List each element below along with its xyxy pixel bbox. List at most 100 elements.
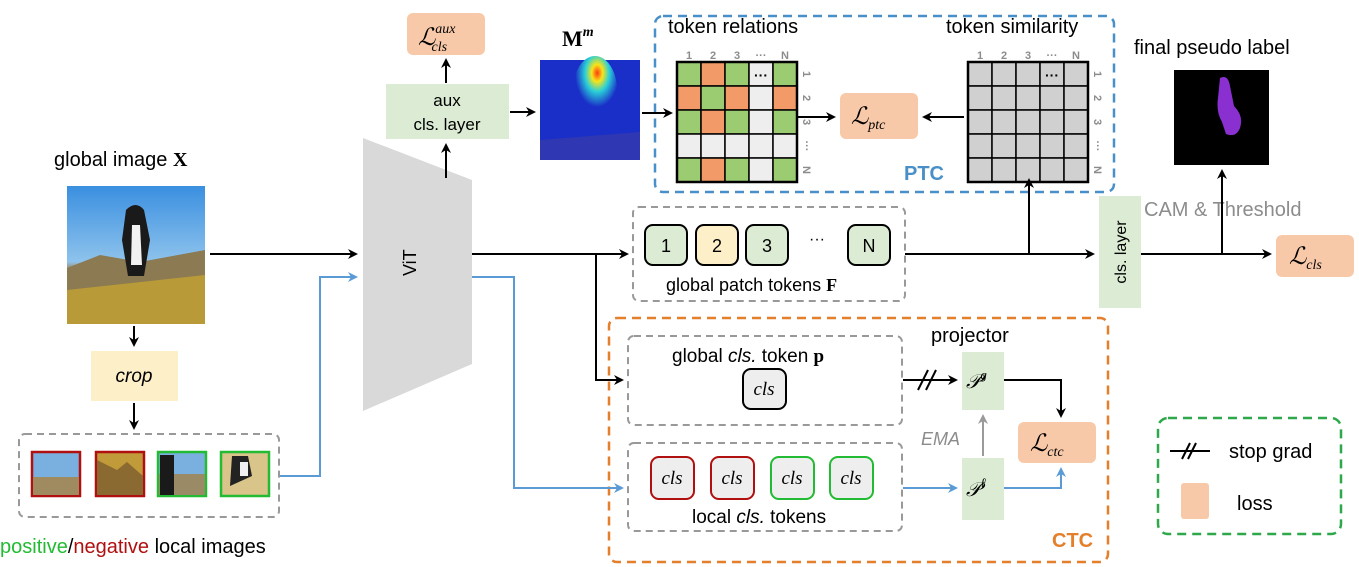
legend-loss-label: loss: [1237, 493, 1273, 515]
similarity-cell: [991, 157, 1017, 183]
relation-cell: [748, 133, 774, 159]
relation-border: [675, 60, 799, 184]
aux-cls-layer-line1: aux: [433, 91, 461, 110]
relation-cell: [772, 61, 798, 87]
ptc-module-label: PTC: [904, 163, 944, 185]
relation-cell: [772, 85, 798, 111]
local-images-caption: positive/negative local images: [0, 536, 266, 558]
cls-loss-label: ℒcls: [1289, 244, 1322, 273]
relation-col-label: 1: [686, 50, 692, 62]
local-cls-token-negative: [710, 456, 755, 500]
relation-row-label: 2: [800, 95, 812, 101]
local-cls-tokens-frame: [627, 442, 903, 532]
relation-cell: [676, 133, 702, 159]
similarity-row-label: 3: [1091, 119, 1103, 125]
global-image: [67, 186, 205, 324]
local-images-frame: [18, 433, 280, 518]
global-cls-token: [742, 368, 787, 410]
local-cls-token-positive: [829, 456, 874, 500]
global-cls-token-text: cls: [753, 379, 774, 400]
similarity-row-label: 1: [1091, 71, 1103, 77]
cls-layer-label: cls. layer: [1113, 220, 1130, 284]
similarity-cell: [967, 85, 993, 111]
similarity-cell: [967, 157, 993, 183]
similarity-col-label: 3: [1025, 50, 1031, 62]
similarity-cell: [1063, 157, 1089, 183]
token-similarity-title: token similarity: [946, 16, 1078, 38]
similarity-row-label: 2: [1091, 95, 1103, 101]
patch-token-label: 2: [712, 236, 722, 256]
crop-box: [91, 351, 178, 401]
patch-token: [847, 224, 891, 266]
token-relations-row-labels: 123···N: [800, 71, 812, 174]
local-cls-token-text: cls: [781, 468, 802, 489]
similarity-cell: [991, 109, 1017, 135]
global-patch-tokens-label: global patch tokens F: [666, 275, 837, 295]
similarity-col-label: 1: [977, 50, 983, 62]
patch-token-ellipsis: ···: [809, 231, 825, 248]
relation-cell: [724, 61, 750, 87]
relation-cell: [724, 133, 750, 159]
similarity-cell: [967, 109, 993, 135]
legend-frame: [1156, 416, 1343, 536]
ptc-loss-label: ℒptc: [851, 104, 886, 133]
legend-stop-grad-tick-1: [1181, 442, 1191, 460]
relation-row-label: N: [800, 166, 812, 174]
similarity-cell: [967, 61, 993, 87]
legend-loss-swatch: [1181, 483, 1209, 519]
blue-arrows: [280, 272, 1066, 493]
relation-row-label: ···: [800, 141, 812, 152]
aux-cls-layer-line2: cls. layer: [413, 115, 480, 134]
similarity-cell: [991, 61, 1017, 87]
ctc-loss-box: [1018, 422, 1096, 463]
similarity-row-label: N: [1091, 166, 1103, 174]
similarity-col-label: 2: [1001, 50, 1007, 62]
relation-cell: [724, 157, 750, 183]
relation-cell: [748, 85, 774, 111]
similarity-cell: [967, 133, 993, 159]
local-crop-negative-2: [94, 450, 146, 498]
local-cls-tokens-label: local cls. tokens: [692, 507, 826, 528]
patch-token: [644, 224, 688, 266]
relation-cell: [676, 61, 702, 87]
similarity-col-label: ···: [1047, 50, 1058, 62]
similarity-cell: [1063, 109, 1089, 135]
token-similarity-matrix: ···: [966, 60, 1090, 184]
relation-col-label: N: [781, 50, 789, 62]
vit-label: ViT: [400, 249, 420, 276]
local-crop-positive-2: [219, 450, 271, 498]
local-cls-token-negative: [650, 456, 695, 500]
similarity-cell: [1015, 109, 1041, 135]
ctc-loss-label: ℒctc: [1030, 431, 1064, 460]
relation-cell: [748, 157, 774, 183]
relation-cell: [676, 157, 702, 183]
relation-cell: [676, 85, 702, 111]
similarity-cell: [1015, 61, 1041, 87]
attention-map-image: [540, 56, 640, 160]
ptc-module-frame: [653, 14, 1116, 194]
similarity-cell: [1039, 157, 1065, 183]
relation-cell: [676, 109, 702, 135]
legend-stop-grad-label: stop grad: [1229, 441, 1312, 463]
relation-cell: [700, 133, 726, 159]
ema-label: EMA: [921, 429, 960, 449]
relation-col-label: ···: [756, 50, 767, 62]
similarity-cell: [1039, 133, 1065, 159]
global-image-label: global image X: [54, 149, 188, 171]
local-cls-token-text: cls: [721, 468, 742, 489]
similarity-cell: [1039, 85, 1065, 111]
arrows: [129, 58, 1272, 430]
local-cls-token-text: cls: [661, 468, 682, 489]
relation-cell: [724, 109, 750, 135]
relation-cell: [772, 109, 798, 135]
patch-token-label: N: [863, 236, 876, 256]
token-relations-matrix: ···: [675, 60, 799, 184]
relation-row-label: 1: [800, 71, 812, 77]
ctc-module-frame: [607, 316, 1110, 564]
relation-cell: [748, 109, 774, 135]
ctc-module-label: CTC: [1052, 530, 1093, 552]
